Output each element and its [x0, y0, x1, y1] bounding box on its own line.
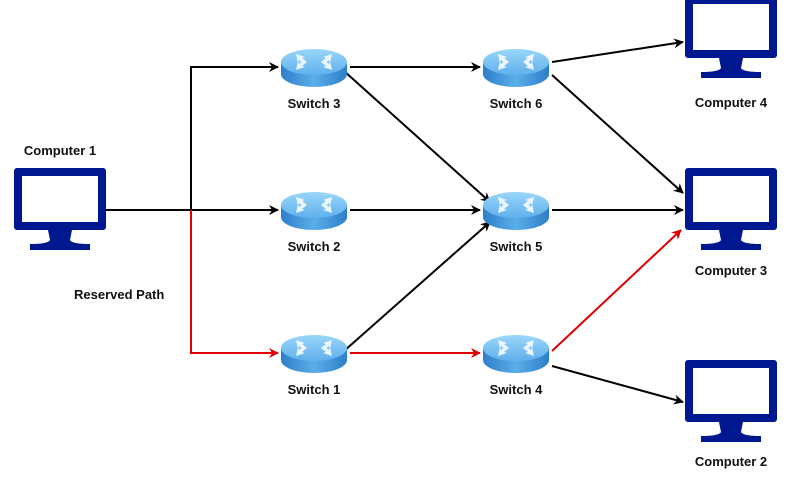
computer-icon [685, 168, 777, 250]
edge-s4-c3-reserved [551, 229, 682, 352]
switch-icon [281, 335, 347, 373]
reserved-path-annotation: Reserved Path [74, 287, 165, 302]
computer-icon [685, 360, 777, 442]
label-switch-3: Switch 3 [287, 96, 341, 111]
label-computer-2: Computer 2 [694, 454, 768, 469]
edge-c1-s1-reserved [190, 210, 279, 358]
edge-s3-s5 [343, 70, 491, 203]
nodes-layer [14, 0, 777, 442]
label-switch-5: Switch 5 [489, 239, 543, 254]
edge-s1-s5 [343, 221, 491, 352]
label-switch-2: Switch 2 [287, 239, 341, 254]
edge-s6-c3 [551, 74, 684, 194]
edge-s4-c2 [551, 365, 684, 405]
label-computer-1: Computer 1 [23, 143, 97, 158]
switch-icon [281, 192, 347, 230]
switch-icon [483, 335, 549, 373]
label-computer-4: Computer 4 [694, 95, 768, 110]
label-switch-6: Switch 6 [489, 96, 543, 111]
edge-s6-c4 [551, 38, 684, 63]
label-computer-3: Computer 3 [694, 263, 768, 278]
switch-icon [483, 192, 549, 230]
edges-layer [105, 38, 684, 405]
computer-icon [14, 168, 106, 250]
label-switch-4: Switch 4 [489, 382, 543, 397]
computer-icon [685, 0, 777, 78]
switch-icon [483, 49, 549, 87]
switch-icon [281, 49, 347, 87]
edge-c1-s3 [190, 62, 279, 210]
label-switch-1: Switch 1 [287, 382, 341, 397]
